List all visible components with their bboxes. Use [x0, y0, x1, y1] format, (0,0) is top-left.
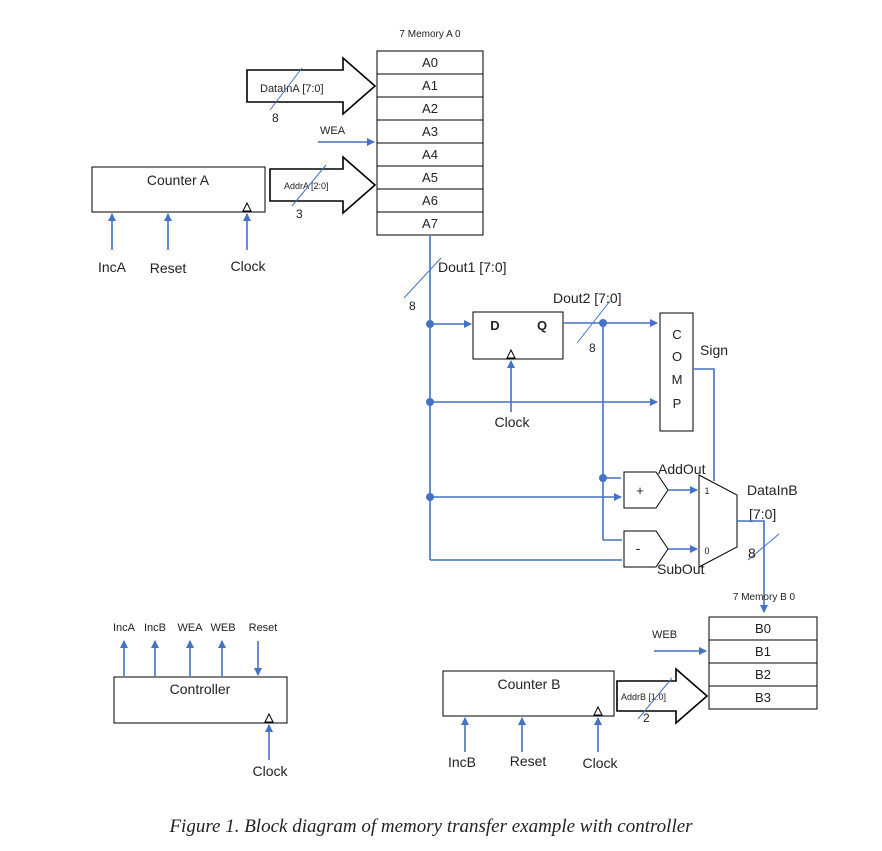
comp-letter: O [672, 349, 682, 364]
data-in-b-label: DataInB [747, 482, 798, 498]
addr-b-width: 2 [643, 711, 650, 725]
adder-label: AddOut [658, 461, 706, 477]
wea-label: WEA [320, 125, 346, 137]
counter-a-input-clock: Clock [230, 258, 266, 274]
flipflop-clock-triangle [506, 348, 516, 359]
subtractor-symbol: - [636, 540, 641, 556]
data-in-b-width: 8 [748, 545, 756, 561]
addr-b-bus-slash [637, 677, 673, 720]
data-in-a-bus-slash [269, 67, 303, 111]
counter-b-box [442, 670, 615, 717]
dout2-bus-slash [576, 300, 611, 344]
comp-letter: C [672, 327, 681, 342]
flipflop-d: D [490, 318, 499, 333]
addr-b-label: AddrB [1:0] [621, 692, 666, 702]
dout2-width: 8 [589, 341, 596, 355]
mux-shape [698, 474, 738, 568]
comp-letter: P [673, 396, 682, 411]
data-in-a-label: DataInA [7:0] [260, 83, 324, 95]
controller-title: Controller [170, 681, 231, 697]
memory-a-cell: A3 [422, 124, 438, 139]
counter-a-title: Counter A [147, 172, 210, 188]
memory-a-cell: A5 [422, 170, 438, 185]
comp-letter: M [672, 372, 683, 387]
addr-b-arrow [616, 667, 709, 725]
controller-output-wea: WEA [177, 622, 203, 634]
controller-output-web: WEB [210, 622, 235, 634]
addr-a-label: AddrA [2:0] [284, 181, 329, 191]
memory-b: B0 B1 B2 B3 [708, 616, 818, 710]
memory-b-cell: B3 [755, 690, 771, 705]
dout1-bus-slash [403, 257, 442, 299]
controller-output-incb: IncB [144, 622, 166, 634]
addr-a-bus-slash [291, 164, 327, 207]
data-in-a-arrow [246, 56, 377, 116]
counter-a-input-inca: IncA [98, 259, 127, 275]
memory-b-cell: B1 [755, 644, 771, 659]
mux-out-wire [737, 520, 768, 613]
mux-in0: 0 [704, 546, 709, 556]
counter-a-box [91, 166, 266, 213]
subtractor-shape [623, 530, 669, 568]
mux-in1: 1 [704, 486, 709, 496]
flipflop-clock-label: Clock [494, 414, 530, 430]
figure-caption: Figure 1. Block diagram of memory transf… [168, 816, 693, 837]
counter-b-title: Counter B [497, 676, 560, 692]
memory-a-cell: A4 [422, 147, 438, 162]
counter-b-input-clock: Clock [582, 755, 618, 771]
web-label: WEB [652, 629, 677, 641]
memory-b-cell: B0 [755, 621, 771, 636]
memory-a-cell: A2 [422, 101, 438, 116]
counter-b-clock-triangle [593, 705, 603, 716]
dout1-width: 8 [409, 299, 416, 313]
controller-clock-triangle [264, 712, 274, 723]
comp-box [659, 312, 694, 432]
sign-wire [693, 368, 715, 481]
memory-a-cell: A0 [422, 55, 438, 70]
memory-b-header: 7 Memory B 0 [733, 592, 796, 603]
dout2-label: Dout2 [7:0] [553, 290, 622, 306]
memory-a: A0 A1 A2 A3 A4 A5 A6 A7 [376, 50, 484, 236]
adder-symbol: + [636, 483, 644, 498]
memory-a-header: 7 Memory A 0 [399, 29, 461, 40]
memory-a-cell: A6 [422, 193, 438, 208]
controller-clock-label: Clock [252, 763, 288, 779]
memory-b-cell: B2 [755, 667, 771, 682]
flipflop-box [472, 311, 564, 360]
controller-output-reset: Reset [249, 622, 278, 634]
counter-b-input-reset: Reset [510, 753, 547, 769]
data-in-b-range: [7:0] [749, 506, 776, 522]
counter-a-input-reset: Reset [150, 260, 187, 276]
memory-a-cell: A1 [422, 78, 438, 93]
controller-output-inca: IncA [113, 622, 136, 634]
data-in-a-width: 8 [272, 111, 279, 125]
addr-a-width: 3 [296, 207, 303, 221]
data-in-b-bus-slash [747, 533, 780, 561]
comp-sign-label: Sign [700, 342, 728, 358]
memory-a-cell: A7 [422, 216, 438, 231]
controller-box [113, 676, 288, 724]
flipflop-q: Q [537, 318, 547, 333]
dout1-label: Dout1 [7:0] [438, 259, 507, 275]
counter-a-clock-triangle [242, 201, 252, 212]
addr-a-arrow [269, 155, 377, 215]
counter-b-input-incb: IncB [448, 754, 476, 770]
subtractor-label: SubOut [657, 561, 705, 577]
adder-shape [623, 471, 669, 509]
